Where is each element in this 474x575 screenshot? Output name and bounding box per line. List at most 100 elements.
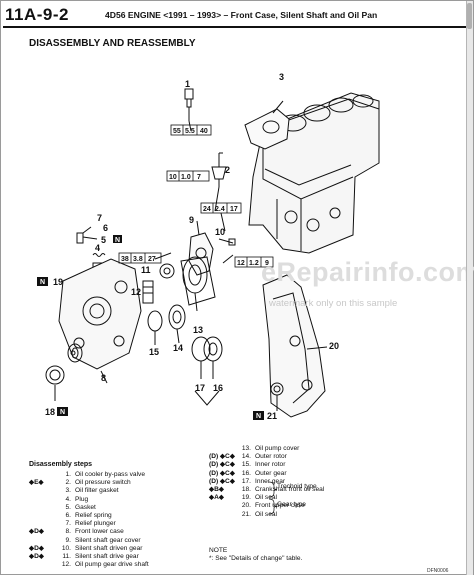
step-item: 9.Silent shaft gear cover (65, 536, 141, 544)
callout-7: 7 (97, 213, 102, 223)
torque-spec-4: 38 3.8 27 (118, 252, 162, 264)
note-text: *: See "Details of change" table. (209, 555, 303, 562)
step-item: ◆B◆18.Crankshaft front oil seal (209, 485, 325, 493)
document-code: DFN0006 (427, 568, 449, 574)
svg-text:27: 27 (148, 256, 156, 263)
part-8-front-lower-case (58, 258, 142, 384)
part-21-oil-seal (270, 382, 284, 411)
callout-9: 9 (189, 215, 194, 225)
scrollbar-thumb[interactable] (467, 3, 472, 29)
step-item: 20.Front upper case (241, 502, 305, 510)
part-10-bolt (218, 238, 236, 246)
svg-text:38: 38 (121, 256, 129, 263)
steps-title: Disassembly steps (29, 461, 93, 468)
step-item: ◆D◆11.Silent shaft drive gear (29, 552, 139, 560)
svg-text:12: 12 (237, 260, 245, 267)
new-part-symbol-18: N (57, 407, 68, 416)
disassembly-steps: Disassembly steps 1.Oil cooler by-pass v… (29, 445, 469, 571)
part-19-oil-seal (67, 343, 83, 363)
callout-4: 4 (95, 243, 100, 253)
svg-text:5.5: 5.5 (185, 128, 195, 135)
callout-17: 17 (195, 383, 205, 393)
torque-spec-3: 24 2.4 17 (200, 202, 242, 214)
svg-text:9: 9 (265, 260, 269, 267)
step-item: (D) ◆C◆14.Outer rotor (209, 453, 287, 461)
torque-spec-5: 12 1.2 9 (234, 256, 274, 268)
svg-text:24: 24 (203, 206, 211, 213)
svg-text:1.0: 1.0 (181, 174, 191, 181)
callout-12: 12 (131, 287, 141, 297)
part-20-front-upper-case (262, 274, 328, 418)
callout-15: 15 (149, 347, 159, 357)
step-item: 12.Oil pump gear drive shaft (61, 561, 149, 569)
page-header: 11A-9-2 4D56 ENGINE <1991 – 1993> – Fron… (1, 1, 467, 35)
header-title: 4D56 ENGINE <1991 – 1993> – Front Case, … (105, 10, 378, 20)
watermark-note: watermark only on this sample (269, 298, 398, 309)
callout-14: 14 (173, 343, 183, 353)
new-part-symbol-19: N (37, 277, 48, 286)
svg-text:N: N (60, 409, 65, 416)
callout-10: 10 (215, 227, 225, 237)
step-item: 5.Gasket (65, 503, 96, 511)
page-number: 11A-9-2 (5, 5, 69, 24)
step-item: ◆A◆19.Oil seal (209, 494, 277, 502)
watermark-site: eRepairinfo.com (261, 257, 474, 287)
callout-3: 3 (279, 72, 284, 82)
torque-spec-2: 10 1.0 7 (166, 170, 210, 182)
callout-21: 21 (267, 411, 277, 421)
exploded-diagram: 1 2 3 4 5 6 7 8 9 10 11 12 13 14 15 16 1… (37, 72, 380, 421)
step-item: 6.Relief spring (65, 511, 112, 519)
svg-text:7: 7 (197, 174, 201, 181)
group-braces (268, 481, 278, 515)
oil-pump-parts (147, 256, 223, 406)
svg-text:N: N (40, 279, 45, 286)
callout-19: 19 (53, 277, 63, 287)
part-11-drive-gear (159, 263, 175, 279)
leader-lines (154, 120, 234, 345)
step-item: 13.Oil pump cover (241, 445, 300, 452)
step-item: 4.Plug (65, 495, 89, 503)
step-item: (D) ◆C◆17.Inner gear (209, 477, 286, 485)
callout-5: 5 (101, 235, 106, 245)
step-item: 1.Oil cooler by-pass valve (65, 471, 146, 478)
part-18-crankshaft-seal (45, 365, 65, 401)
callout-8: 8 (101, 373, 106, 383)
step-item: (D) ◆C◆16.Outer gear (209, 469, 287, 477)
step-item: ◆D◆8.Front lower case (29, 528, 124, 536)
part-12-drive-shaft (142, 280, 154, 304)
part-4-7-relief-valve (76, 226, 106, 270)
svg-text:17: 17 (230, 206, 238, 213)
header-rule (3, 26, 467, 28)
svg-text:3.8: 3.8 (133, 256, 143, 263)
step-item: 3.Oil filter gasket (65, 487, 119, 495)
vertical-scrollbar[interactable] (466, 1, 473, 575)
svg-text:10: 10 (169, 174, 177, 181)
svg-text:40: 40 (200, 128, 208, 135)
group-gear-type: Gear type (277, 501, 306, 508)
new-part-symbol-5: N (113, 235, 122, 244)
note-block: NOTE *: See "Details of change" table. (209, 547, 302, 563)
steps-column-left: 1.Oil cooler by-pass valve ◆E◆2.Oil pres… (29, 471, 229, 569)
svg-text:55: 55 (173, 128, 181, 135)
callout-16: 16 (213, 383, 223, 393)
step-item: 21.Oil seal (241, 510, 277, 518)
callout-6: 6 (103, 223, 108, 233)
step-item: ◆D◆10.Silent shaft driven gear (29, 544, 143, 552)
torque-spec-1: 55 5.5 40 (170, 124, 212, 136)
callout-18: 18 (45, 407, 55, 417)
step-item: 7.Relief plunger (65, 520, 116, 528)
svg-text:N: N (256, 413, 261, 420)
callout-1: 1 (185, 79, 190, 89)
section-heading: DISASSEMBLY AND REASSEMBLY (29, 38, 196, 49)
callout-2: 2 (225, 165, 230, 175)
svg-text:2.4: 2.4 (215, 206, 225, 213)
part-1-bypass-valve (184, 88, 194, 121)
part-2-oil-pressure-switch (211, 153, 227, 187)
callout-11: 11 (141, 265, 151, 275)
step-item: (D) ◆C◆15.Inner rotor (209, 461, 286, 469)
step-item: ◆E◆2.Oil pressure switch (29, 479, 131, 487)
callout-20: 20 (329, 341, 339, 351)
part-15-inner-rotor-left (70, 350, 76, 356)
group-trochoid-type: Trochoid type (277, 483, 317, 490)
